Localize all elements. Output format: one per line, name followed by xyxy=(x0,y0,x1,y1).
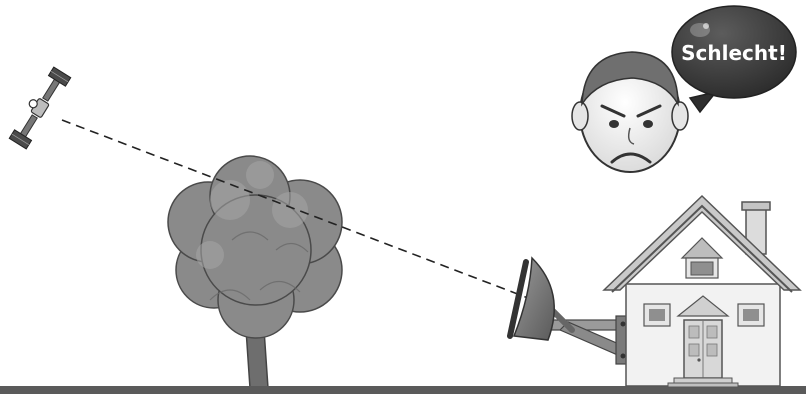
satellite-dish-icon xyxy=(510,258,632,364)
tree-icon xyxy=(168,156,342,388)
speech-bubble: Schlecht! xyxy=(672,6,796,112)
sad-face-icon xyxy=(572,52,688,172)
speech-bubble-text: Schlecht! xyxy=(681,41,787,65)
house-icon xyxy=(604,196,800,387)
satellite-icon xyxy=(8,66,71,149)
